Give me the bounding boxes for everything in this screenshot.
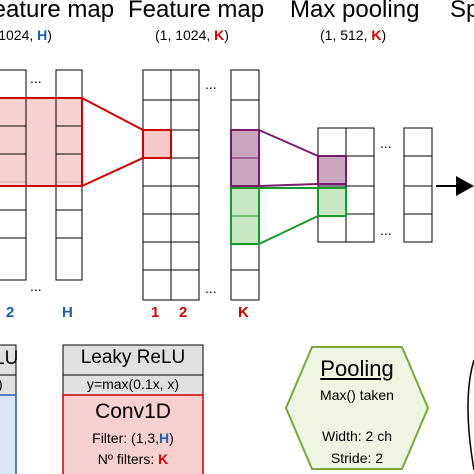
pooling-stride: Stride: 2 xyxy=(330,450,384,466)
conv-connector xyxy=(81,97,144,187)
shape-suffix: ) xyxy=(47,27,52,43)
pooling-hexagon xyxy=(284,346,430,470)
conv-output-cell xyxy=(142,129,172,159)
count-var: K xyxy=(158,451,169,467)
header-title: Sp xyxy=(450,0,474,23)
header-shape-h: (1, 1024, H) xyxy=(0,27,52,43)
header-shape-k: (1, 1024, K) xyxy=(155,27,229,43)
kernel-window-highlight xyxy=(0,98,82,186)
filter-prefix: Filter: (1,3, xyxy=(92,430,160,446)
shape-var: K xyxy=(214,27,225,43)
shape-var: K xyxy=(371,27,382,43)
pooling-title: Pooling xyxy=(320,356,394,381)
feature-map-h-grid xyxy=(0,69,83,281)
ellipsis-bottom-3: ... xyxy=(380,222,392,238)
pool-connectors xyxy=(258,129,319,245)
grid-col-1 xyxy=(142,69,172,301)
grid-col-2 xyxy=(170,69,200,301)
conv1d-title: Conv1D xyxy=(95,400,171,423)
right-fragment-shape xyxy=(467,359,474,471)
kernel-window-outline xyxy=(0,97,83,187)
feature-map-k-grid xyxy=(142,69,260,301)
col-label-h: H xyxy=(62,304,73,321)
pool-output-purple xyxy=(317,155,347,185)
pool-col-k xyxy=(403,127,433,243)
header-title: Max pooling xyxy=(290,0,420,23)
filter-suffix: ) xyxy=(169,430,174,446)
leaky-relu-title: Leaky ReLU xyxy=(80,347,186,368)
header-title: Feature map xyxy=(0,0,115,23)
col-label-1: 1 xyxy=(151,304,160,321)
ellipsis-bottom-2: ... xyxy=(205,280,217,296)
ellipsis-top-3: ... xyxy=(380,135,392,151)
max-pooling-grid xyxy=(317,127,433,243)
pooling-width: Width: 2 ch xyxy=(321,428,393,444)
header-feature-map-k: Feature map xyxy=(128,0,264,24)
left-card-subtitle: ) xyxy=(0,376,3,392)
header-max-pooling: Max pooling xyxy=(290,0,419,24)
pooling-desc: Max() taken xyxy=(320,387,394,403)
conv-filter-line: Filter: (1,3,H) xyxy=(63,430,203,446)
col-label-2: 2 xyxy=(6,304,15,321)
col-label-k: K xyxy=(238,304,249,321)
header-feature-map-h: Feature map xyxy=(0,0,114,24)
leaky-relu-formula: y=max(0.1x, x) xyxy=(86,376,180,392)
header-title: Feature map xyxy=(128,0,265,23)
header-shape-pool: (1, 512, K) xyxy=(320,27,386,43)
flow-arrow xyxy=(436,176,474,196)
header-cropped: Sp xyxy=(450,0,474,24)
ellipsis-top-2: ... xyxy=(205,76,217,92)
ellipsis-top-1: ... xyxy=(30,70,42,86)
left-card-title: LU xyxy=(0,348,19,369)
pool-col-2 xyxy=(345,127,375,243)
col-label-2b: 2 xyxy=(179,304,188,321)
shape-suffix: ) xyxy=(381,27,387,43)
shape-var: H xyxy=(37,27,48,43)
ellipsis-bottom-1: ... xyxy=(30,278,42,294)
filter-var: H xyxy=(159,430,170,446)
count-prefix: Nº filters: xyxy=(97,451,159,467)
left-fragment-card xyxy=(0,344,17,474)
conv-count-line: Nº filters: K xyxy=(63,451,203,467)
pool-output-green xyxy=(317,187,347,217)
shape-suffix: ) xyxy=(224,27,229,43)
shape-prefix: (1, 1024, xyxy=(0,27,34,43)
conv-block-card xyxy=(62,344,204,474)
shape-prefix: (1, 512, xyxy=(320,27,372,43)
shape-prefix: (1, 1024, xyxy=(155,27,215,43)
